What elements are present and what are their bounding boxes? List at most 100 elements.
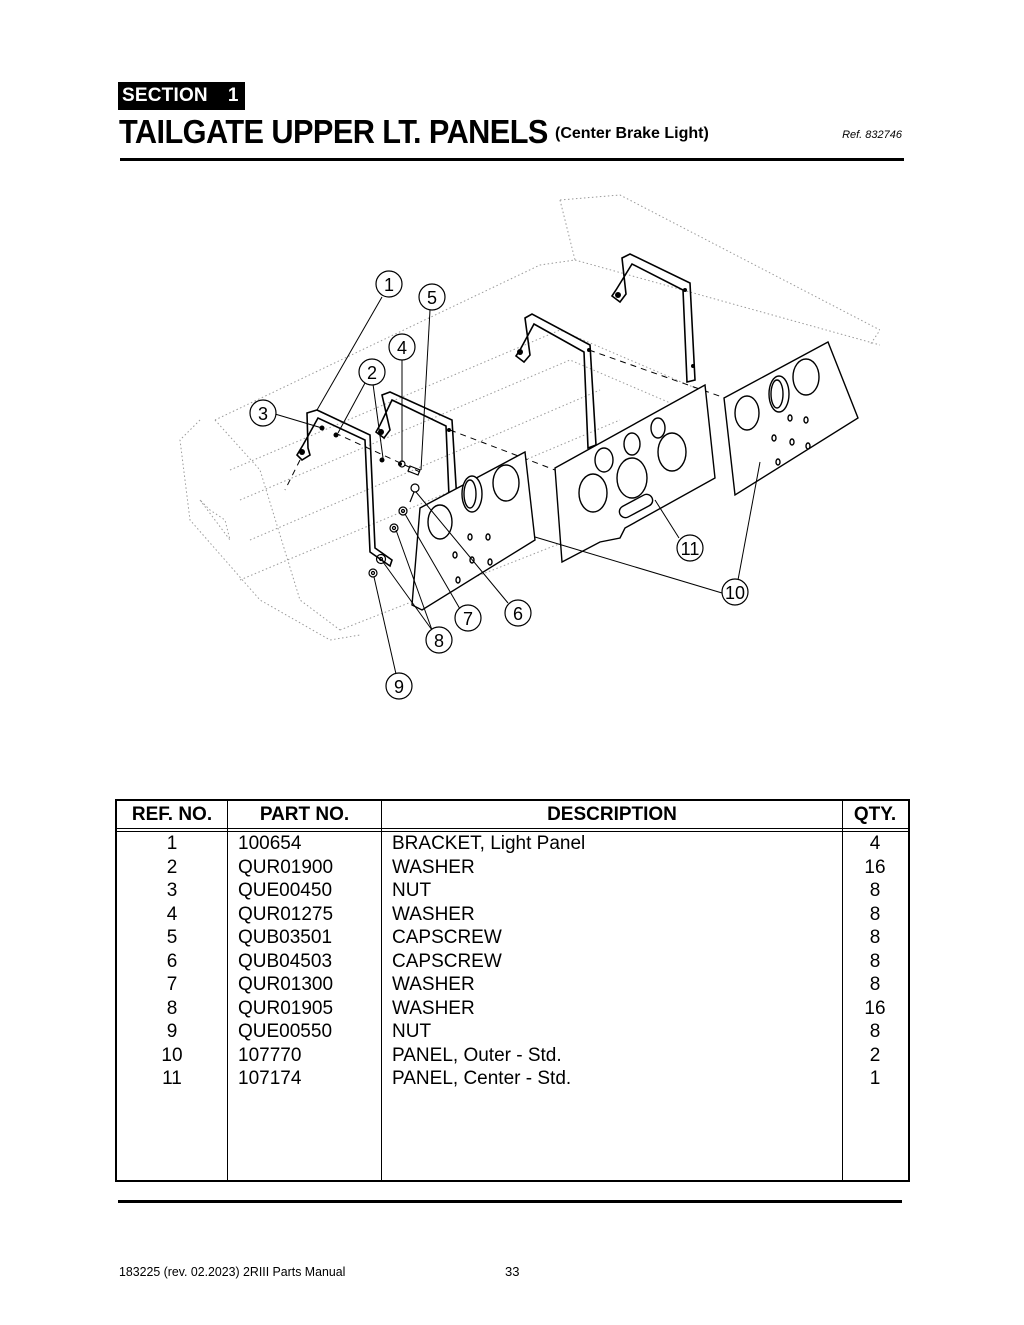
callout-4: 4 <box>388 333 416 361</box>
top-divider <box>120 158 904 161</box>
cell-ref: 2 <box>166 856 178 878</box>
svg-text:4: 4 <box>397 338 407 358</box>
callout-5: 5 <box>418 283 446 311</box>
assembly-lines <box>284 349 726 491</box>
table-row: 10 107770 PANEL, Outer - Std. 2 <box>117 1044 908 1068</box>
parts-table: REF. NO. PART NO. DESCRIPTION QTY. 1 100… <box>115 799 910 1182</box>
cell-qty: 8 <box>869 974 881 995</box>
callout-7: 7 <box>454 604 482 632</box>
section-number: 1 <box>227 85 239 106</box>
callout-3: 3 <box>249 399 277 427</box>
leader-lines <box>274 296 761 675</box>
cell-part: QUE00450 <box>238 880 333 901</box>
cell-qty: 8 <box>869 927 881 948</box>
table-row: 11 107174 PANEL, Center - Std. 1 <box>117 1067 908 1091</box>
svg-text:11: 11 <box>681 539 700 559</box>
cell-part: QUR01900 <box>238 856 334 878</box>
callout-2: 2 <box>358 358 386 386</box>
cell-ref: 6 <box>166 950 178 972</box>
cell-ref: 8 <box>166 997 178 1019</box>
header-qty: QTY. <box>853 804 897 825</box>
callout-8: 8 <box>425 626 453 654</box>
section-label: SECTION <box>122 85 208 106</box>
cell-ref: 10 <box>161 1044 183 1066</box>
cell-description: WASHER <box>392 903 475 925</box>
header-ref-no: REF. NO. <box>131 804 213 825</box>
table-row: 9 QUE00550 NUT 8 <box>117 1020 908 1044</box>
outer-panel-right <box>723 341 859 497</box>
light-panel-bracket <box>295 253 696 568</box>
svg-text:6: 6 <box>513 604 523 624</box>
column-divider <box>842 801 843 1180</box>
table-row: 2 QUR01900 WASHER 16 <box>117 856 908 880</box>
callout-1: 1 <box>375 270 403 298</box>
cell-description: WASHER <box>392 974 475 995</box>
cell-qty: 2 <box>869 1044 881 1066</box>
cell-part: 100654 <box>238 833 302 854</box>
cell-part: QUR01300 <box>238 974 334 995</box>
cell-part: QUB04503 <box>238 950 333 972</box>
table-row: 4 QUR01275 WASHER 8 <box>117 903 908 927</box>
bottom-divider <box>118 1200 902 1203</box>
callout-11: 11 <box>676 534 704 562</box>
cell-ref: 7 <box>166 974 178 995</box>
cell-description: WASHER <box>392 856 475 878</box>
svg-text:10: 10 <box>725 583 745 603</box>
cell-qty: 16 <box>864 856 886 878</box>
cell-qty: 1 <box>869 1068 881 1089</box>
callout-6: 6 <box>504 599 532 627</box>
cell-ref: 5 <box>166 927 178 948</box>
page-title-row: TAILGATE UPPER LT. PANELS (Center Brake … <box>119 112 904 152</box>
table-row: 5 QUB03501 CAPSCREW 8 <box>117 926 908 950</box>
table-header: REF. NO. PART NO. DESCRIPTION QTY. <box>117 801 908 832</box>
svg-text:9: 9 <box>394 677 404 697</box>
cell-qty: 16 <box>864 997 886 1019</box>
cell-part: QUR01275 <box>238 903 334 925</box>
svg-text:3: 3 <box>258 404 268 424</box>
cell-part: 107770 <box>238 1044 302 1066</box>
header-description: DESCRIPTION <box>547 804 677 825</box>
cell-description: PANEL, Center - Std. <box>392 1068 572 1089</box>
cell-description: CAPSCREW <box>392 950 502 972</box>
cell-qty: 8 <box>869 880 881 901</box>
table-row: 7 QUR01300 WASHER 8 <box>117 973 908 997</box>
cell-description: NUT <box>392 1021 432 1042</box>
footer-page-number: 33 <box>505 1264 520 1279</box>
cell-description: CAPSCREW <box>392 927 502 948</box>
page-subtitle: (Center Brake Light) <box>555 125 709 142</box>
svg-text:1: 1 <box>384 275 394 295</box>
callout-9: 9 <box>385 672 413 700</box>
table-row: 3 QUE00450 NUT 8 <box>117 879 908 903</box>
center-panel <box>554 383 716 564</box>
cell-ref: 1 <box>166 833 178 854</box>
cell-part: QUE00550 <box>238 1021 333 1042</box>
section-badge: SECTION 1 <box>118 82 245 110</box>
cell-description: BRACKET, Light Panel <box>392 833 586 854</box>
page-title: TAILGATE UPPER LT. PANELS <box>119 113 548 150</box>
cell-qty: 8 <box>869 950 881 972</box>
outer-panel-left <box>411 450 536 611</box>
table-body: 1 100654 BRACKET, Light Panel 4 2 QUR019… <box>117 832 908 1091</box>
cell-qty: 8 <box>869 1021 881 1042</box>
cell-ref: 11 <box>162 1068 182 1089</box>
table-row: 8 QUR01905 WASHER 16 <box>117 997 908 1021</box>
svg-text:7: 7 <box>463 609 473 629</box>
cell-description: NUT <box>392 880 432 901</box>
cell-ref: 3 <box>166 880 178 901</box>
cell-ref: 4 <box>166 903 178 925</box>
cell-part: QUR01905 <box>238 997 334 1019</box>
column-divider <box>381 801 382 1180</box>
cell-qty: 4 <box>869 833 881 854</box>
column-divider <box>227 801 228 1180</box>
cell-description: WASHER <box>392 997 475 1019</box>
table-row: 6 QUB04503 CAPSCREW 8 <box>117 950 908 974</box>
cell-part: 107174 <box>238 1068 302 1089</box>
hardware <box>368 460 421 578</box>
cell-part: QUB03501 <box>238 927 333 948</box>
exploded-parts-diagram: 1 5 4 2 3 11 10 6 7 8 9 <box>179 194 880 700</box>
svg-text:2: 2 <box>367 363 377 383</box>
callout-10: 10 <box>721 578 749 606</box>
table-row: 1 100654 BRACKET, Light Panel 4 <box>117 832 908 856</box>
svg-text:5: 5 <box>427 288 437 308</box>
reference-number: Ref. 832746 <box>842 129 902 141</box>
